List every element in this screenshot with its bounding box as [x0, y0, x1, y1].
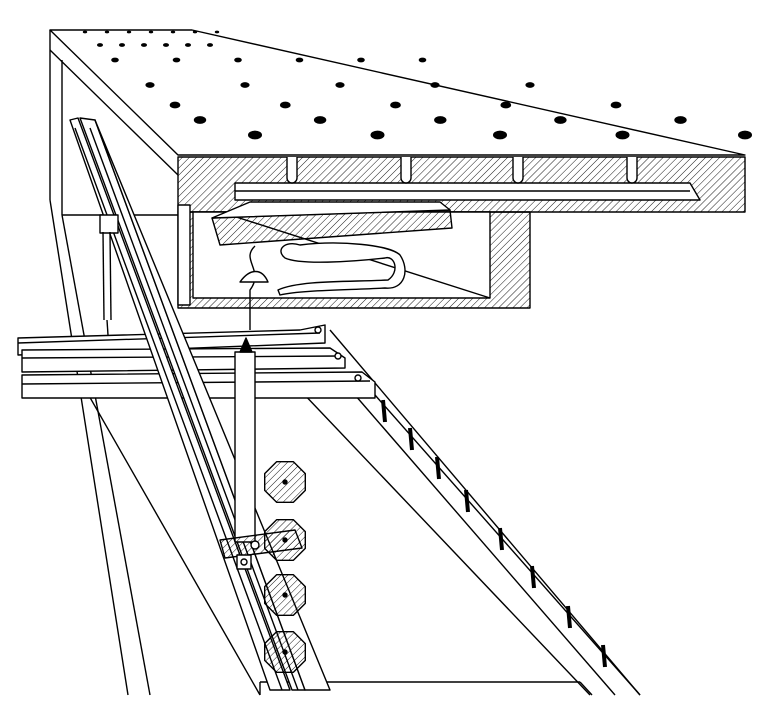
scale-tick — [464, 489, 470, 513]
hole — [97, 43, 103, 47]
hole — [170, 30, 176, 34]
hole — [126, 30, 132, 34]
hole — [525, 82, 535, 88]
rod-center — [282, 592, 288, 598]
groove — [286, 157, 298, 184]
scale-tick — [435, 456, 441, 480]
slab-holes — [82, 30, 752, 140]
hole — [193, 116, 207, 124]
slab-left-face — [49, 30, 179, 215]
scale-tick — [601, 644, 607, 668]
hole — [295, 57, 304, 63]
scale-tick — [530, 565, 536, 589]
hole — [674, 116, 687, 124]
scale-tick — [381, 399, 387, 423]
hole — [111, 57, 119, 63]
left-probe — [99, 214, 119, 336]
scale-tick — [566, 605, 572, 629]
hole — [610, 101, 622, 109]
hole — [500, 101, 512, 109]
groove — [626, 157, 638, 184]
hole — [390, 101, 401, 109]
hole — [119, 43, 125, 47]
hole — [148, 30, 154, 34]
suspended-beam — [211, 201, 453, 330]
hole — [279, 101, 291, 109]
hole — [185, 43, 191, 47]
scale-tick — [498, 527, 504, 551]
hole — [141, 43, 147, 47]
hole — [82, 30, 88, 34]
hole — [163, 43, 169, 47]
rod-center — [282, 649, 288, 655]
scale-ticks — [381, 399, 607, 668]
hole — [169, 101, 181, 109]
hole — [234, 57, 242, 63]
hole — [554, 116, 567, 124]
hole — [145, 82, 155, 88]
scale-line — [374, 394, 641, 696]
hole — [313, 116, 327, 124]
hole — [214, 30, 220, 34]
hole — [104, 30, 110, 34]
groove — [400, 157, 412, 184]
hole — [248, 130, 262, 140]
hole — [493, 130, 507, 140]
hole — [335, 82, 345, 88]
rod-center — [282, 479, 288, 485]
hole — [738, 130, 752, 140]
groove — [512, 157, 524, 184]
vertical-post — [219, 337, 303, 570]
hole — [172, 57, 181, 63]
hole — [357, 57, 365, 63]
scale-tick — [408, 427, 414, 451]
hole — [240, 82, 250, 88]
hole — [418, 57, 427, 63]
slab-top-surface — [49, 29, 746, 156]
hole — [192, 30, 198, 34]
hole — [434, 116, 447, 124]
hole — [370, 130, 385, 140]
hole — [207, 43, 213, 47]
hole — [615, 130, 630, 140]
hole — [430, 82, 440, 88]
